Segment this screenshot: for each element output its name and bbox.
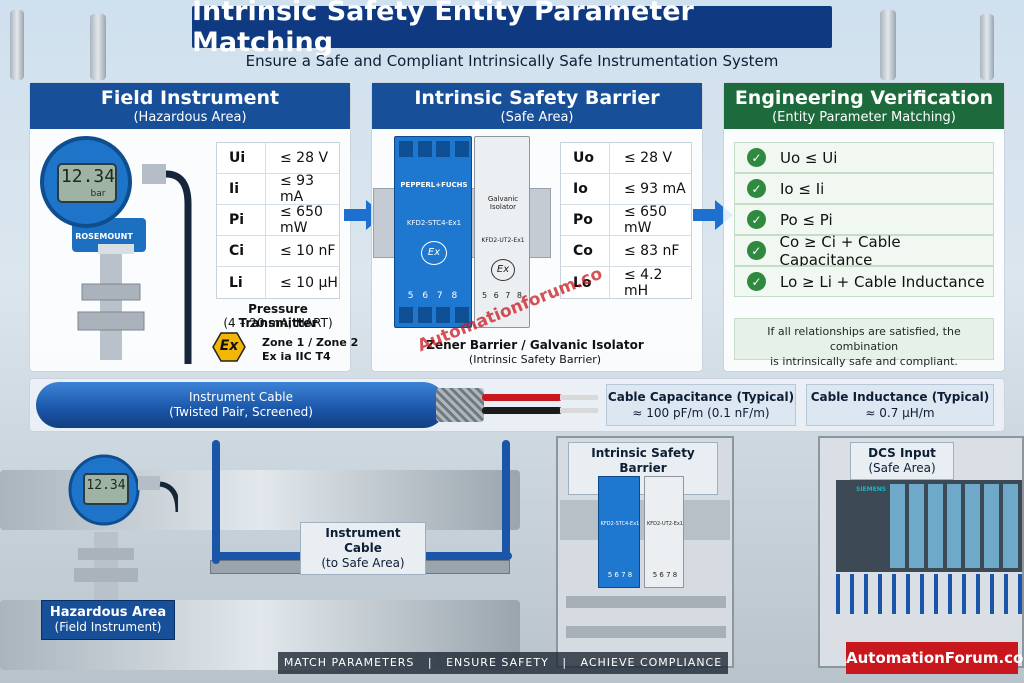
cable-sublabel: (Twisted Pair, Screened) (169, 405, 313, 419)
field-panel-header: Field Instrument (Hazardous Area) (30, 83, 350, 129)
scene-barrier-module: KFD2-STC4-Ex1 5 6 7 8 (598, 476, 640, 588)
module2-brand: Galvanic Isolator (487, 195, 519, 211)
watermark-badge: AutomationForum.co (846, 642, 1023, 674)
check-row: ✓Lo ≥ Li + Cable Inductance (734, 266, 994, 297)
pressure-transmitter-image (38, 134, 208, 366)
verify-subheading: (Entity Parameter Matching) (772, 110, 956, 125)
field-parameter-table: Ui≤ 28 V Ii≤ 93 mA Pi≤ 650 mW Ci≤ 10 nF … (216, 142, 340, 299)
cable-label: Instrument Cable (189, 390, 293, 404)
scene-cable (502, 440, 510, 558)
page-subtitle: Ensure a Safe and Compliant Intrinsicall… (245, 52, 779, 70)
param-row: Pi≤ 650 mW (217, 204, 339, 236)
check-row: ✓Uo ≤ Ui (734, 142, 994, 173)
verification-note: If all relationships are satisfied, the … (734, 318, 994, 368)
scene-isolator-module: KFD2-UT2-Ex1 5 6 7 8 (644, 476, 684, 588)
cabinet-rail (566, 626, 726, 638)
verification-panel-header: Engineering Verification (Entity Paramet… (724, 83, 1004, 129)
transmitter-display-unit: bar (90, 189, 106, 199)
checkmark-icon: ✓ (747, 210, 766, 229)
field-heading: Field Instrument (100, 87, 280, 109)
check-row: ✓Po ≤ Pi (734, 204, 994, 235)
instrument-cable-image: Instrument Cable (Twisted Pair, Screened… (36, 382, 446, 428)
module2-terminals: 5 6 7 8 (482, 291, 524, 300)
module1-ex-icon: Ex (421, 241, 447, 265)
background-column (10, 10, 24, 80)
dcs-io-modules (890, 484, 1019, 568)
barrier-caption: Zener Barrier / Galvanic Isolator (426, 338, 644, 352)
dcs-wiring (836, 574, 1022, 614)
param-row: Li≤ 10 µH (217, 267, 339, 298)
background-column (90, 14, 106, 80)
checkmark-icon: ✓ (747, 148, 766, 167)
scene-display-value: 12.34 (86, 478, 126, 493)
param-row: Ci≤ 10 nF (217, 236, 339, 267)
barrier-parameter-table: Uo≤ 28 V Io≤ 93 mA Po≤ 650 mW Co≤ 83 nF … (560, 142, 692, 299)
scene-transmitter-image (58, 452, 181, 602)
param-row: Co≤ 83 nF (561, 236, 691, 267)
device-name: Pressure Transmitter (238, 302, 318, 330)
cabinet-rail (566, 596, 726, 608)
transmitter-brand: ROSEMOUNT (75, 232, 133, 241)
checkmark-icon: ✓ (747, 179, 766, 198)
isolator-module-grey: Galvanic Isolator KFD2-UT2-Ex1 Ex 5 6 7 … (474, 136, 530, 328)
param-row: Ii≤ 93 mA (217, 173, 339, 205)
barrier-subheading: (Safe Area) (500, 110, 574, 125)
barrier-caption-sub: (Intrinsic Safety Barrier) (468, 353, 602, 366)
cable-red-core (482, 394, 562, 401)
scene-cable (212, 440, 220, 564)
module2-ex-icon: Ex (491, 259, 515, 281)
background-column (980, 14, 994, 80)
param-row: Po≤ 650 mW (561, 204, 691, 236)
param-row: Lo≤ 4.2 mH (561, 267, 691, 299)
module1-model: KFD2-STC4-Ex1 (406, 219, 462, 227)
check-row: ✓Co ≥ Ci + Cable Capacitance (734, 233, 994, 269)
hazardous-area-label: Hazardous Area (Field Instrument) (41, 600, 175, 640)
param-row: Io≤ 93 mA (561, 174, 691, 205)
scene-dcs-label: DCS Input (Safe Area) (850, 442, 954, 480)
check-row: ✓Io ≤ Ii (734, 173, 994, 204)
cable-inductance-box: Cable Inductance (Typical) ≈ 0.7 µH/m (806, 384, 994, 426)
param-row: Ui≤ 28 V (217, 143, 339, 174)
cable-screen-braid (436, 388, 484, 422)
cable-ferrule (560, 408, 598, 413)
module1-brand: PEPPERL+FUCHS (400, 181, 468, 189)
cable-ferrule (560, 395, 598, 400)
page-title: Intrinsic Safety Entity Parameter Matchi… (192, 0, 832, 58)
cable-capacitance-box: Cable Capacitance (Typical) ≈ 100 pF/m (… (606, 384, 796, 426)
param-row: Uo≤ 28 V (561, 143, 691, 174)
cable-black-core (482, 407, 562, 414)
barrier-module-blue: PEPPERL+FUCHS KFD2-STC4-Ex1 Ex 5 6 7 8 (394, 136, 472, 328)
ex-marking: Ex ia IIC T4 (262, 350, 331, 363)
barrier-heading: Intrinsic Safety Barrier (414, 87, 660, 109)
checkmark-icon: ✓ (747, 241, 766, 260)
module1-terminals: 5 6 7 8 (407, 291, 461, 301)
background-column (880, 10, 896, 80)
field-subheading: (Hazardous Area) (133, 110, 247, 125)
device-description: (4 – 20 mA, HART) (223, 316, 333, 330)
dcs-brand: SIEMENS (856, 486, 887, 493)
barrier-panel-header: Intrinsic Safety Barrier (Safe Area) (372, 83, 702, 129)
scene-cable-label: Instrument Cable (to Safe Area) (300, 522, 426, 575)
ex-hazard-icon: Ex (212, 332, 246, 362)
verify-heading: Engineering Verification (734, 87, 994, 109)
scene-barrier-label: Intrinsic Safety Barrier (Safe Area) (568, 442, 718, 495)
zone-label: Zone 1 / Zone 2 (262, 336, 359, 349)
checkmark-icon: ✓ (747, 272, 766, 291)
footer-banner: MATCH PARAMETERS | ENSURE SAFETY | ACHIE… (278, 652, 728, 674)
transmitter-display-value: 12.34 (60, 166, 116, 187)
module2-model: KFD2-UT2-Ex1 (481, 237, 525, 244)
